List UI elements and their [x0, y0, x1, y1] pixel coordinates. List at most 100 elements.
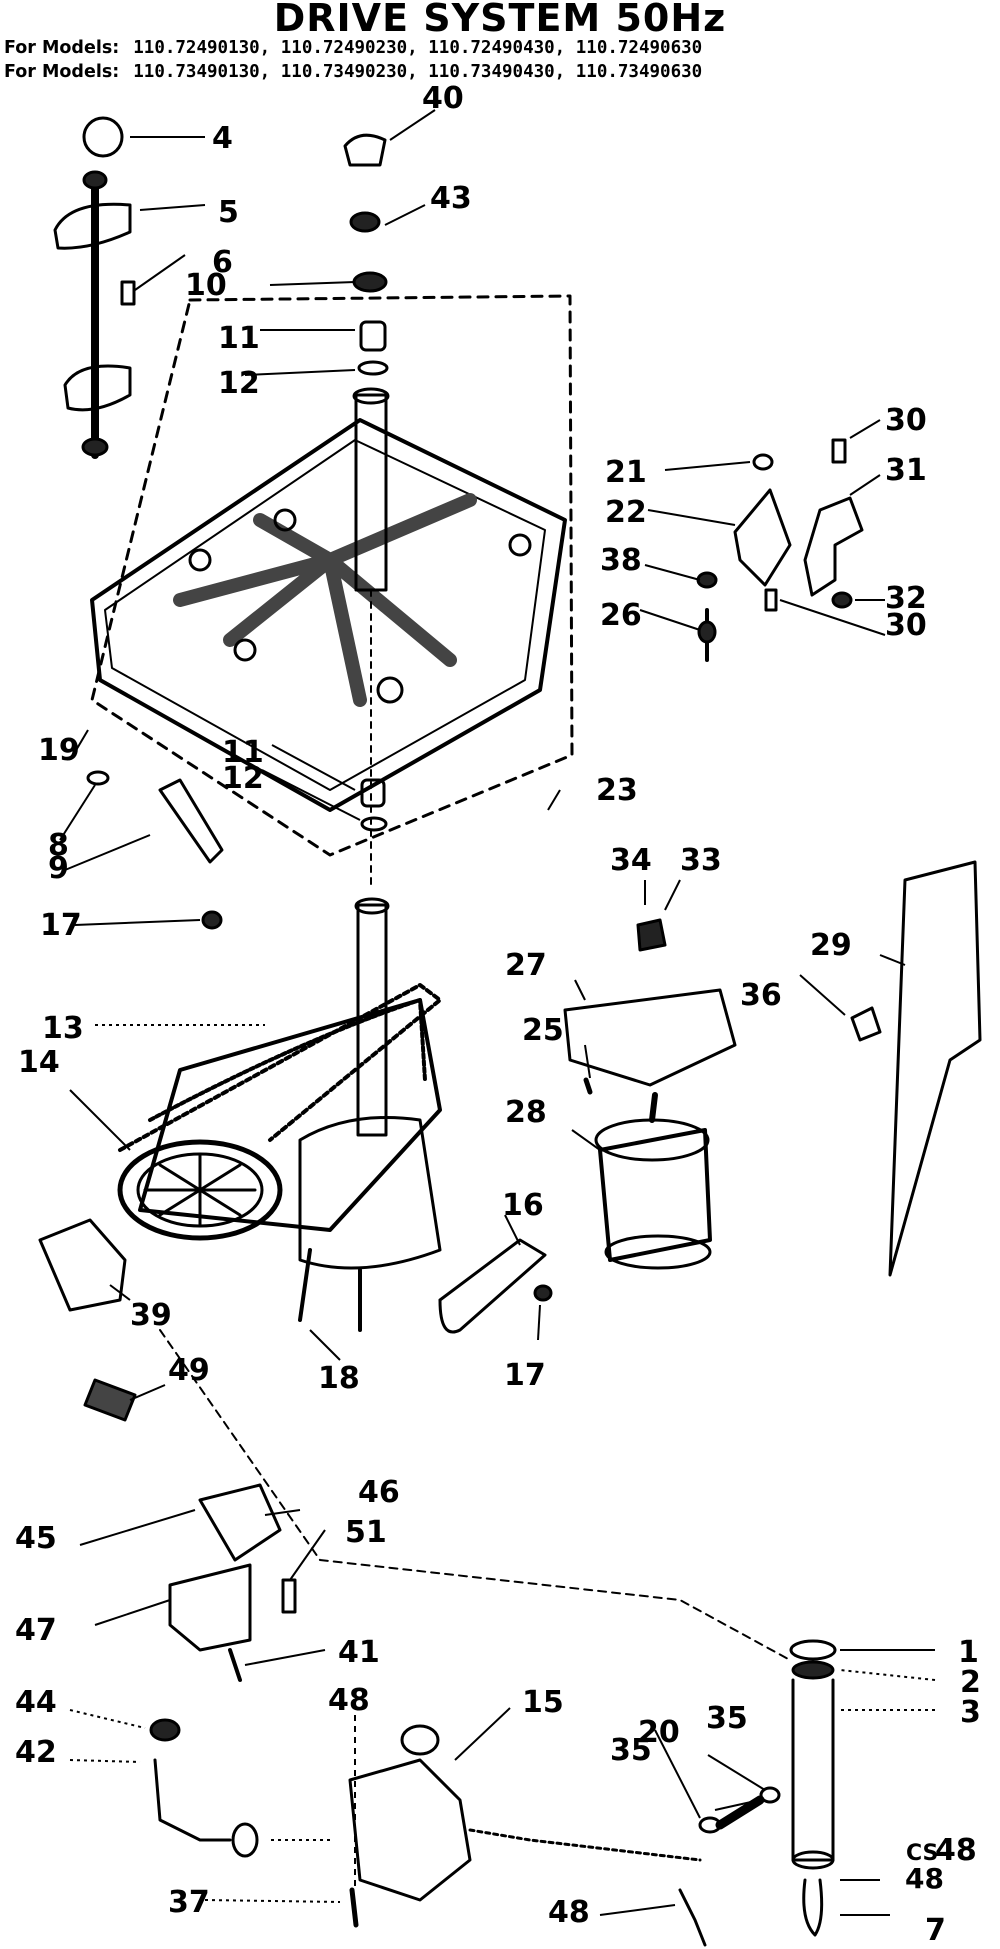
callout-7: 7 [925, 1913, 946, 1948]
clamp-48 [231, 1822, 259, 1858]
callout-16: 16 [502, 1188, 544, 1223]
pin-8 [86, 770, 110, 786]
callout-14: 14 [18, 1045, 60, 1080]
callout-40: 40 [422, 81, 464, 116]
corner-code-line1: CS [906, 1841, 938, 1866]
hose-42 [153, 1758, 232, 1842]
callout-46: 46 [358, 1475, 400, 1510]
callout-22: 22 [605, 495, 647, 530]
callout-5: 5 [218, 195, 239, 230]
nut-17 [201, 910, 223, 930]
bracket-31 [764, 438, 864, 612]
panel-29 [888, 860, 982, 1277]
callout-13: 13 [42, 1011, 84, 1046]
part-25 [583, 1077, 593, 1095]
callout-49: 49 [168, 1353, 210, 1388]
callout-30-lower: 30 [885, 608, 927, 643]
callout-29: 29 [810, 928, 852, 963]
part-46 [198, 1483, 282, 1562]
callout-47: 47 [15, 1613, 57, 1648]
callout-11-lower: 11 [222, 735, 264, 770]
model-line-2: For Models: 110.73490130, 110.73490230, 1… [4, 62, 702, 82]
callout-31: 31 [885, 453, 927, 488]
callout-33: 33 [680, 843, 722, 878]
callout-48-left: 48 [328, 1683, 370, 1718]
callout-21: 21 [605, 455, 647, 490]
callout-25: 25 [522, 1013, 564, 1048]
callout-35-left: 35 [610, 1733, 652, 1768]
part-34 [636, 918, 667, 952]
callout-15: 15 [522, 1685, 564, 1720]
spring-49 [83, 1378, 137, 1422]
leader-lines [59, 109, 936, 1916]
callout-12-lower: 12 [222, 761, 264, 796]
washer-lower [360, 816, 388, 832]
callout-41: 41 [338, 1635, 380, 1670]
clamp-48b [678, 1888, 707, 1947]
corner-code-line2: 48 [905, 1862, 944, 1895]
callout-4: 4 [212, 121, 233, 156]
pump-15 [348, 1724, 702, 1902]
callout-51: 51 [345, 1515, 387, 1550]
callout-27: 27 [505, 948, 547, 983]
callout-36: 36 [740, 978, 782, 1013]
callout-43: 43 [430, 181, 472, 216]
callout-44: 44 [15, 1685, 57, 1720]
callout-20: 20 [638, 1715, 680, 1750]
nut-43 [349, 211, 381, 233]
callout-48-bottom: 48 [548, 1895, 590, 1930]
model-numbers: 110.72490130, 110.72490230, 110.72490430… [133, 38, 703, 58]
seal-tube-1-3 [789, 1639, 837, 1937]
callout-23: 23 [596, 773, 638, 808]
callout-1: 1 [958, 1635, 979, 1670]
callout-19: 19 [38, 733, 80, 768]
cap-44 [149, 1718, 181, 1742]
callout-3: 3 [960, 1695, 981, 1730]
bracket-22 [696, 453, 792, 662]
callout-10: 10 [185, 268, 227, 303]
clip-36 [850, 1006, 882, 1042]
screw-41 [228, 1648, 242, 1682]
callout-35-right: 35 [706, 1701, 748, 1736]
callout-45: 45 [15, 1521, 57, 1556]
callout-48-right: 48 [935, 1833, 977, 1868]
callout-32: 32 [885, 581, 927, 616]
arm-9 [158, 778, 224, 864]
callout-6: 6 [212, 245, 233, 280]
part-40 [343, 133, 387, 167]
callout-28: 28 [505, 1095, 547, 1130]
model-line-label: For Models: [4, 38, 120, 58]
motor-28 [594, 1092, 712, 1270]
callout-2: 2 [960, 1665, 981, 1700]
screw-37 [349, 1887, 359, 1928]
diagram-title: DRIVE SYSTEM 50Hz [273, 0, 727, 40]
part-39 [38, 1218, 127, 1312]
belt [118, 983, 442, 1152]
upper-shaft [352, 271, 390, 891]
model-numbers: 110.73490130, 110.73490230, 110.73490430… [133, 62, 703, 82]
nut-17b [533, 1284, 553, 1302]
hose-line [159, 1329, 791, 1661]
callout-42: 42 [15, 1735, 57, 1770]
callout-30-upper: 30 [885, 403, 927, 438]
callout-8: 8 [48, 828, 69, 863]
shaft-bracket-assembly [53, 170, 132, 459]
motor-bracket-27 [563, 988, 737, 1087]
bracket-47 [168, 1563, 252, 1652]
model-line-1: For Models: 110.72490130, 110.72490230, 1… [4, 38, 702, 58]
callout-17-left: 17 [40, 908, 82, 943]
callout-39: 39 [130, 1298, 172, 1333]
callout-17-right: 17 [504, 1358, 546, 1393]
callout-34: 34 [610, 843, 652, 878]
hose-20-35 [698, 1786, 781, 1834]
bearing-lower [360, 778, 386, 808]
callout-37: 37 [168, 1885, 210, 1920]
screw [120, 280, 136, 306]
callout-38: 38 [600, 543, 642, 578]
callout-18: 18 [318, 1361, 360, 1396]
model-line-label: For Models: [4, 62, 120, 82]
callout-labels: 1 2 3 4 5 6 7 8 9 10 11 11 12 12 13 14 1… [15, 81, 981, 1948]
base-plate-assembly [90, 294, 574, 857]
callout-12-upper: 12 [218, 366, 260, 401]
